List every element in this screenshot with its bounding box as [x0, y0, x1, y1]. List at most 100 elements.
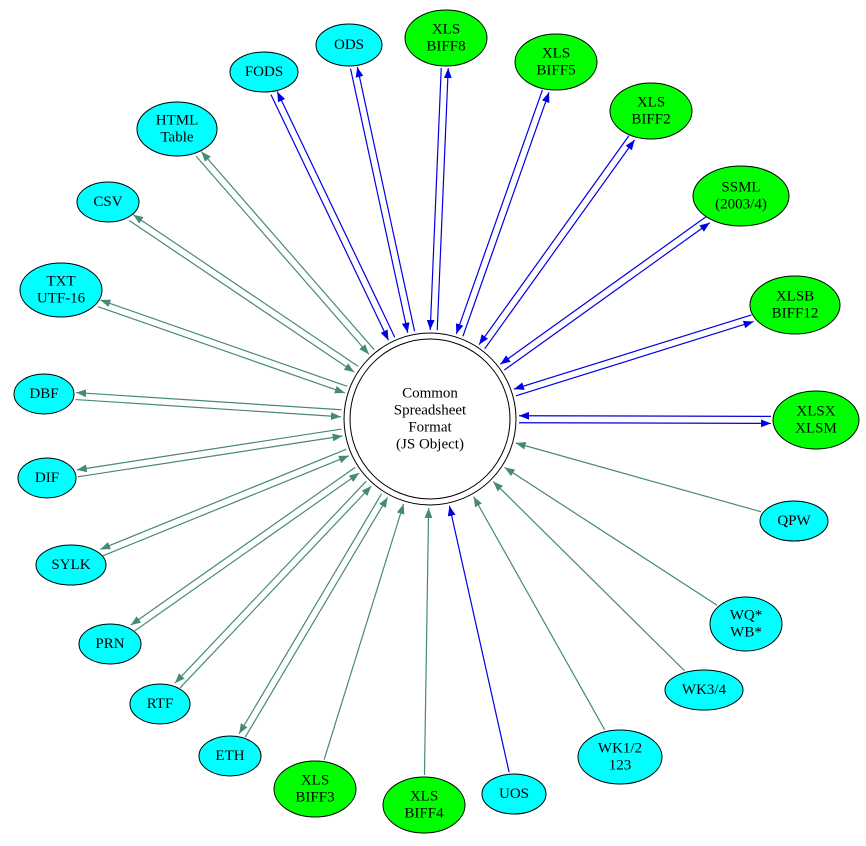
- node-fods: FODS: [229, 51, 299, 93]
- node-xlsb-biff12-ellipse: [749, 275, 841, 335]
- edge-wk1-2-123: [473, 496, 606, 731]
- center-node-label: Format: [408, 420, 452, 436]
- node-dbf: DBF: [13, 373, 75, 415]
- node-dif-ellipse: [17, 457, 77, 499]
- edge-html-table: [195, 151, 375, 355]
- node-wq-wb-label: WB*: [730, 625, 762, 641]
- node-xls-biff8-ellipse: [404, 9, 488, 67]
- node-csv-label: CSV: [93, 194, 122, 210]
- node-csv: CSV: [76, 181, 140, 223]
- edge-xls-biff4-read: [423, 507, 433, 776]
- edge-xlsx-xlsm: [518, 411, 772, 428]
- node-xls-biff3-ellipse: [273, 760, 357, 818]
- edge-sylk-write: [99, 448, 347, 550]
- node-txt-utf-16-label: TXT: [46, 274, 75, 290]
- edge-xls-biff5-read: [455, 89, 543, 335]
- edge-xls-biff5: [455, 89, 550, 337]
- node-dbf-label: DBF: [29, 386, 58, 402]
- edge-txt-utf-16-read: [97, 306, 346, 394]
- edge-html-table-read: [195, 155, 370, 355]
- node-txt-utf-16-ellipse: [19, 262, 103, 318]
- edge-wq-wb: [504, 466, 718, 606]
- edges-layer: [75, 66, 772, 776]
- edge-eth-write: [238, 493, 383, 735]
- edge-html-table-write: [200, 151, 375, 351]
- node-xls-biff5-label: BIFF5: [536, 63, 575, 79]
- edge-fods-write: [276, 91, 396, 338]
- edge-rtf: [174, 480, 372, 689]
- node-dif: DIF: [17, 457, 77, 499]
- node-xls-biff4-ellipse: [382, 776, 466, 834]
- edge-fods-read: [270, 94, 389, 341]
- node-fods-ellipse: [229, 51, 299, 93]
- node-xls-biff2-label: XLS: [637, 95, 665, 111]
- edge-ods: [349, 66, 416, 333]
- edge-xlsb-biff12: [513, 314, 754, 397]
- node-wk3-4-ellipse: [664, 669, 744, 711]
- edge-rtf-write: [174, 480, 367, 684]
- edge-xlsx-xlsm-read: [519, 411, 772, 420]
- node-dif-label: DIF: [35, 470, 59, 486]
- center-node-label: (JS Object): [396, 437, 464, 453]
- edge-dbf-write: [76, 389, 342, 411]
- edge-qpw-read: [515, 441, 762, 513]
- node-qpw: QPW: [759, 500, 829, 542]
- node-xlsx-xlsm-label: XLSM: [795, 421, 837, 437]
- node-ods-label: ODS: [334, 37, 364, 53]
- edge-wk3-4-read: [492, 481, 685, 672]
- edge-xls-biff2-read: [478, 135, 630, 345]
- node-qpw-ellipse: [759, 500, 829, 542]
- node-xls-biff3-label: BIFF3: [295, 790, 334, 806]
- node-rtf-ellipse: [129, 683, 191, 725]
- edge-txt-utf-16-write: [100, 299, 348, 387]
- node-xlsb-biff12-label: XLSB: [776, 289, 814, 305]
- edge-xls-biff4: [423, 507, 433, 776]
- edge-csv-write: [132, 214, 359, 367]
- edge-fods: [270, 91, 396, 341]
- edge-eth: [238, 493, 389, 738]
- edge-wq-wb-read: [504, 466, 718, 606]
- edge-dif: [76, 428, 343, 478]
- node-html-table-ellipse: [136, 101, 218, 157]
- edge-sylk-read: [102, 455, 350, 557]
- node-wk3-4-label: WK3/4: [682, 682, 727, 698]
- node-ods-ellipse: [315, 23, 383, 67]
- node-wk1-2-123-label: 123: [609, 758, 632, 774]
- node-uos: UOS: [481, 773, 547, 815]
- edge-xls-biff8-read: [426, 67, 442, 330]
- node-wk1-2-123-ellipse: [577, 729, 663, 785]
- edge-dbf-read: [75, 398, 341, 420]
- edge-wk1-2-123-read: [473, 496, 606, 731]
- node-wq-wb: WQ*WB*: [709, 596, 783, 652]
- node-prn-ellipse: [78, 623, 142, 665]
- node-xlsb-biff12-label: BIFF12: [772, 306, 819, 322]
- edge-xls-biff3: [323, 503, 405, 760]
- edge-csv-read: [128, 220, 355, 373]
- edge-sylk: [99, 448, 350, 557]
- node-ssml-2003-4-ellipse: [692, 165, 790, 227]
- edge-rtf-read: [179, 485, 372, 689]
- edge-ssml-2003-4-read: [499, 216, 707, 365]
- edge-uos-read: [447, 505, 510, 773]
- edge-dif-write: [76, 428, 342, 473]
- node-ssml-2003-4-label: SSML: [721, 180, 760, 196]
- node-rtf: RTF: [129, 683, 191, 725]
- node-uos-label: UOS: [499, 786, 529, 802]
- node-qpw-label: QPW: [777, 513, 811, 529]
- edge-xls-biff2: [478, 135, 636, 350]
- node-xls-biff4-label: XLS: [410, 789, 438, 805]
- edge-xls-biff2-write: [484, 139, 636, 350]
- node-ods: ODS: [315, 23, 383, 67]
- edge-txt-utf-16: [97, 299, 348, 394]
- edge-xlsb-biff12-write: [515, 320, 754, 397]
- node-xls-biff2-ellipse: [609, 82, 693, 140]
- edge-qpw: [515, 441, 762, 513]
